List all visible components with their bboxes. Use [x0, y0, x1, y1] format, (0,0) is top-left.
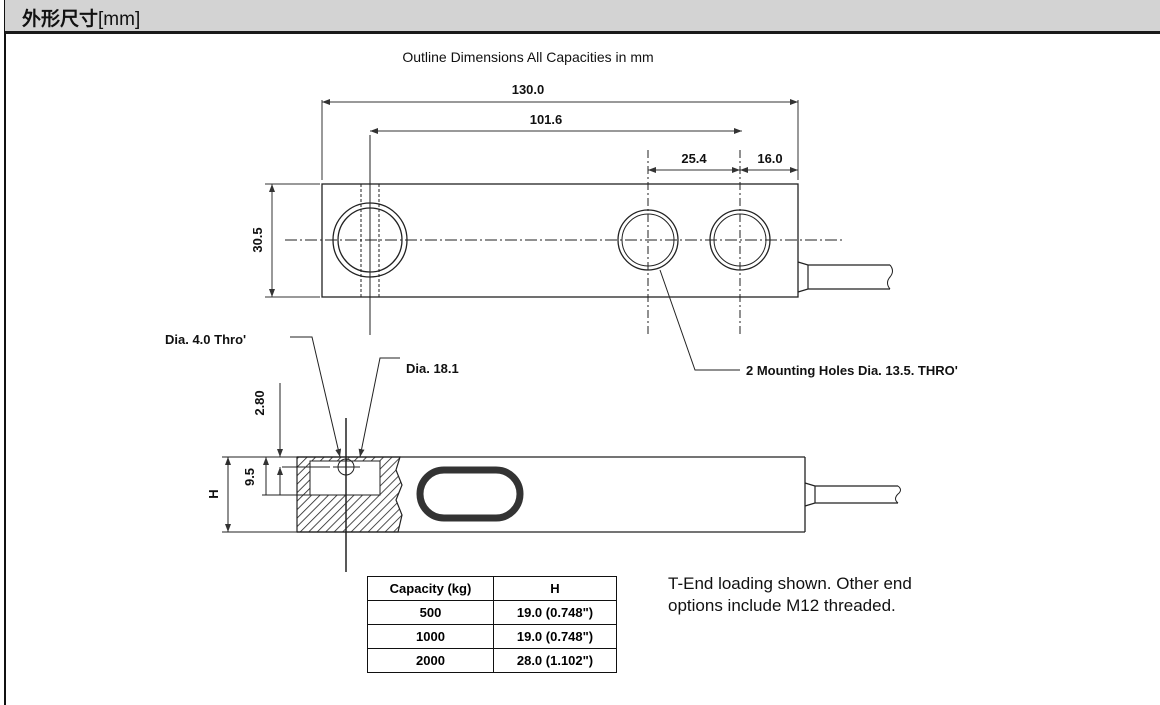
section-header: 外形尺寸[mm] [5, 0, 1160, 34]
small-hole-label: Dia. 4.0 Thro' [165, 332, 246, 347]
dim-9-5: 9.5 [242, 468, 257, 486]
header-capacity: Capacity (kg) [367, 576, 494, 601]
dim-h: H [206, 489, 221, 498]
side-view [222, 336, 901, 572]
top-dimensions [265, 99, 799, 298]
cell-h: 19.0 (0.748") [493, 624, 617, 649]
cell-h: 28.0 (1.102") [493, 648, 617, 673]
large-hole-label: Dia. 18.1 [406, 361, 459, 376]
cell-h: 19.0 (0.748") [493, 600, 617, 625]
table-header-row: Capacity (kg)H [367, 576, 617, 601]
dim-16: 16.0 [757, 151, 782, 166]
note-line: options include M12 threaded. [668, 596, 896, 615]
mount-holes-label: 2 Mounting Holes Dia. 13.5. THRO' [746, 363, 958, 378]
end-loading-note: T-End loading shown. Other end options i… [668, 573, 912, 617]
dim-30: 30.5 [250, 227, 265, 252]
section-title: 外形尺寸[mm] [22, 8, 141, 30]
page-left-border [4, 0, 6, 705]
header-h: H [493, 576, 617, 601]
dim-130: 130.0 [512, 82, 545, 97]
dim-25: 25.4 [681, 151, 707, 166]
cell-capacity: 500 [367, 600, 494, 625]
cell-capacity: 1000 [367, 624, 494, 649]
drawing-title: Outline Dimensions All Capacities in mm [402, 49, 653, 65]
dim-101: 101.6 [530, 112, 563, 127]
dim-2-80: 2.80 [252, 390, 267, 415]
top-view [285, 135, 893, 371]
note-line: T-End loading shown. Other end [668, 574, 912, 593]
cell-capacity: 2000 [367, 648, 494, 673]
